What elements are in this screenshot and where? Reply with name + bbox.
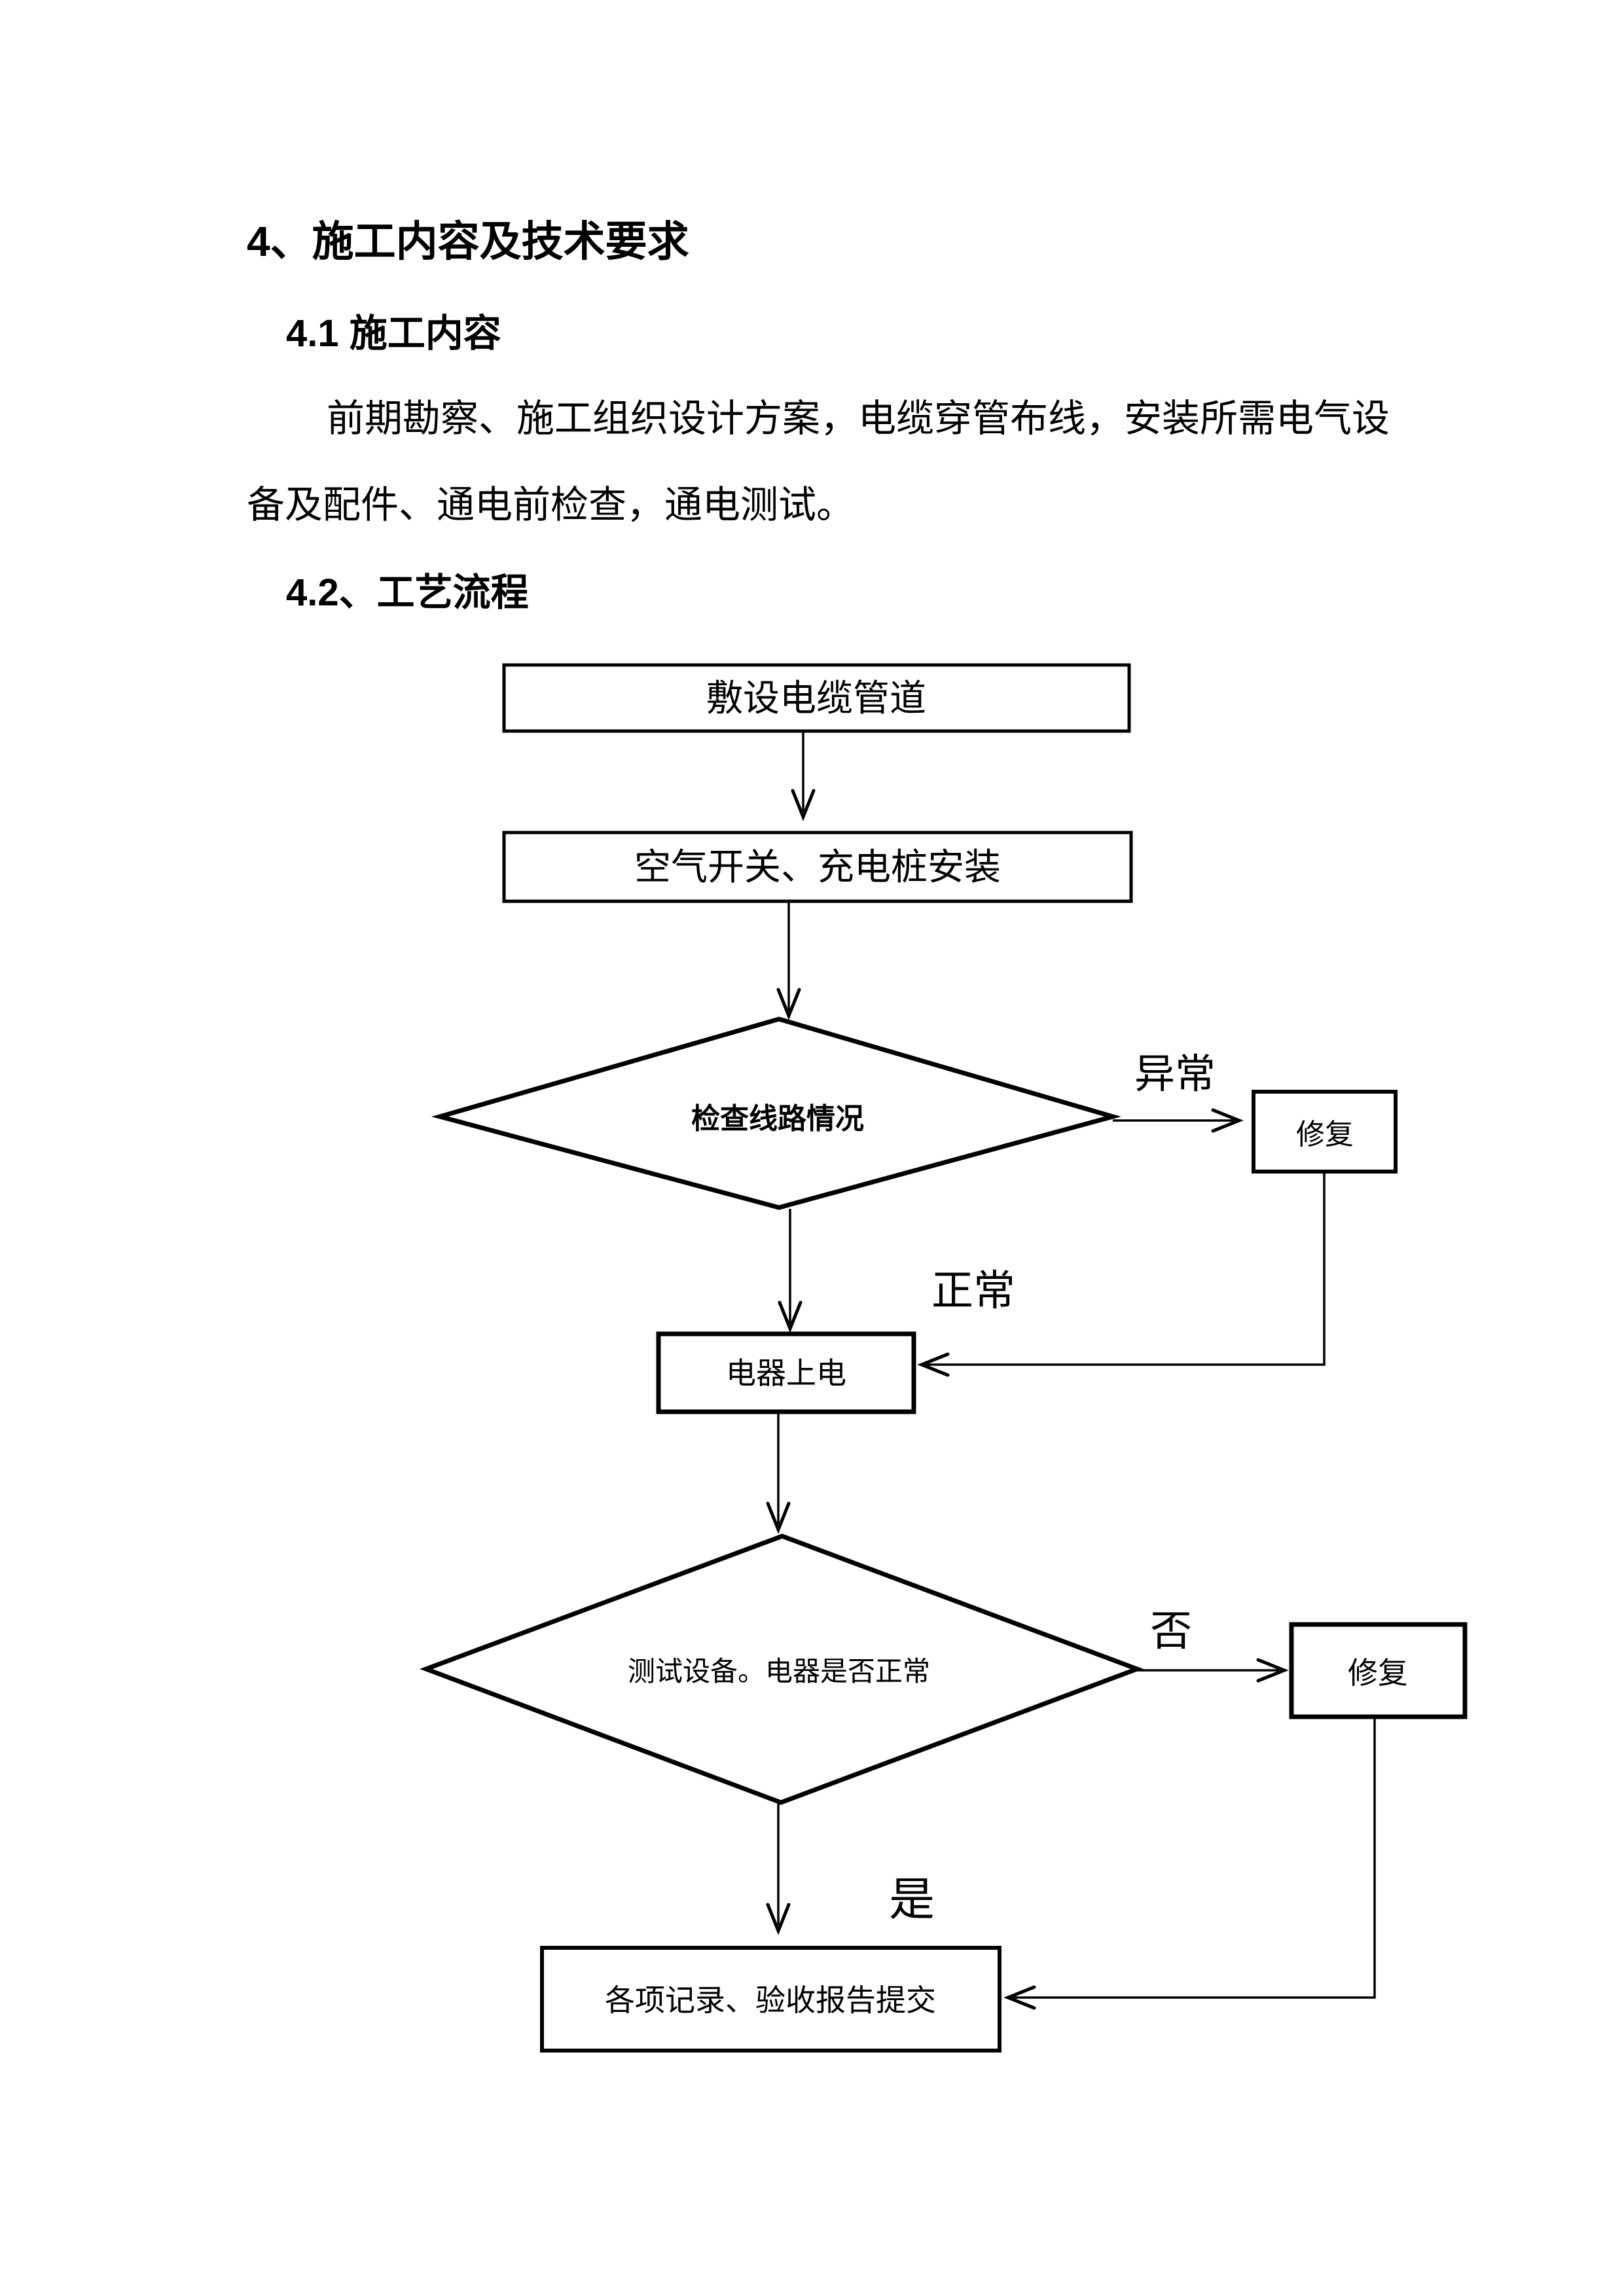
edge-label-no: 否 [1150,1608,1192,1655]
flow-node-repair1-label: 修复 [1296,1119,1354,1151]
arrow-install-to-check-line [776,903,801,1020]
flow-node-test-label: 测试设备。电器是否正常 [628,1657,930,1687]
flow-node-power-on: 电器上电 [656,1331,916,1414]
flow-node-check-line-label: 检查线路情况 [691,1103,864,1135]
flow-node-submit-label: 各项记录、验收报告提交 [605,1984,936,2017]
edge-label-yes: 是 [889,1875,935,1926]
edge-label-abnormal: 异常 [1134,1052,1216,1097]
flow-node-repair1: 修复 [1252,1090,1398,1174]
arrow-power-on-to-test [766,1413,791,1534]
edge-label-normal: 正常 [931,1268,1015,1314]
flow-node-test: 测试设备。电器是否正常 [420,1534,1144,1805]
section-heading: 4、施工内容及技术要求 [247,218,689,265]
arrow-test-to-repair2 [1137,1658,1289,1683]
flow-node-check-line: 检查线路情况 [431,1016,1121,1210]
arrow-check-line-to-power-on [778,1209,803,1333]
arrow-lay-cable-to-install [791,732,816,821]
flow-node-lay-cable: 敷设电缆管道 [502,663,1131,733]
arrow-test-to-submit [766,1804,791,1935]
paragraph-line-1: 前期勘察、施工组织设计方案，电缆穿管布线，安装所需电气设 [327,397,1390,440]
connector-repair1-to-power-on [917,1173,1326,1377]
flow-node-power-on-label: 电器上电 [726,1357,846,1390]
flow-node-repair2: 修复 [1289,1622,1468,1719]
subsection-heading-4-1: 4.1 施工内容 [286,312,501,355]
flow-node-lay-cable-label: 敷设电缆管道 [706,677,926,719]
connector-repair2-to-submit [1003,1718,1376,2010]
arrow-check-line-to-repair1 [1113,1108,1244,1133]
flow-node-submit: 各项记录、验收报告提交 [540,1946,1001,2053]
flow-node-repair2-label: 修复 [1348,1657,1408,1690]
paragraph-line-2: 备及配件、通电前检查，通电测试。 [247,484,855,526]
flow-node-install: 空气开关、充电桩安装 [502,831,1133,903]
subsection-heading-4-2: 4.2、工艺流程 [286,571,529,614]
flow-node-install-label: 空气开关、充电桩安装 [634,846,1001,888]
